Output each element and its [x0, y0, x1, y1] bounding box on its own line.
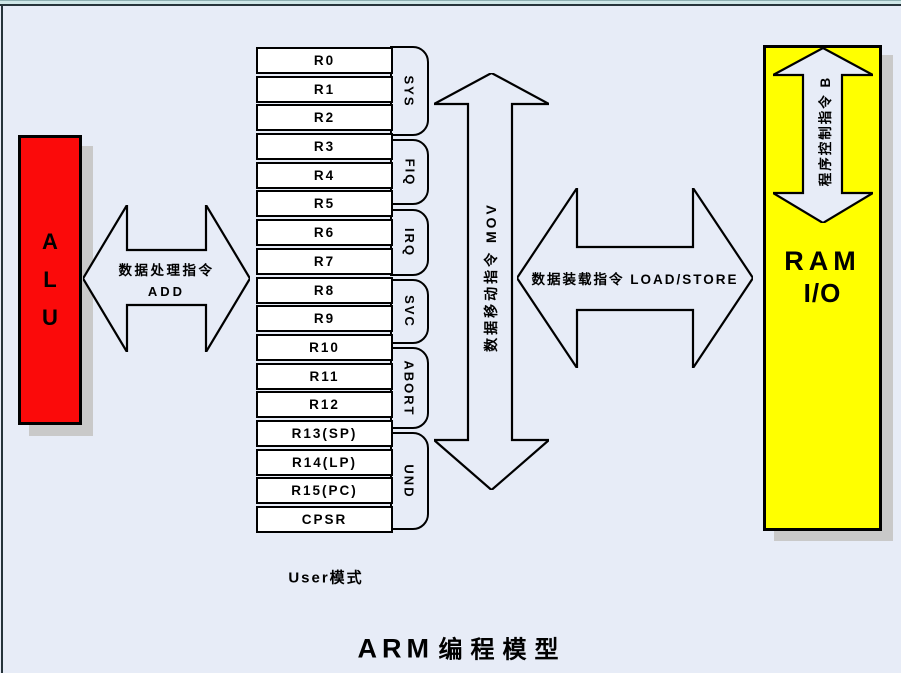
- register-row: R8: [256, 276, 393, 304]
- data-processing-arrow-label: 数据处理指令 ADD: [83, 205, 250, 352]
- mode-tab-label: FIQ: [401, 158, 417, 186]
- ram-label: RAM I/O: [763, 245, 882, 309]
- program-control-arrow-label: 程序控制指令 B: [818, 75, 833, 187]
- ram-label-line2: I/O: [803, 278, 842, 308]
- user-mode-caption: User模式: [288, 569, 364, 587]
- register-row: R5: [256, 190, 393, 218]
- mode-tab-abort: ABORT: [390, 347, 429, 429]
- register-row: R4: [256, 161, 393, 189]
- data-processing-arrow: [83, 205, 250, 352]
- register-row: R13(SP): [256, 419, 393, 447]
- register-row: CPSR: [256, 506, 393, 533]
- window-top-strip: [0, 0, 901, 5]
- alu-label-letter: L: [43, 267, 57, 292]
- register-row: R7: [256, 247, 393, 275]
- alu-label-letter: U: [42, 305, 58, 330]
- mode-tab-svc: SVC: [390, 279, 429, 344]
- alu-box: A L U: [18, 135, 82, 425]
- data-move-arrow-label: 数据移动指令 MOV: [483, 202, 499, 352]
- register-row: R12: [256, 391, 393, 419]
- program-control-arrow: [773, 48, 873, 223]
- diagram-title: ARM 编程模型: [358, 630, 567, 665]
- register-row: R10: [256, 333, 393, 361]
- register-row: R9: [256, 305, 393, 333]
- frame-border-top: [0, 4, 901, 6]
- alu-label-letter: A: [42, 229, 58, 254]
- data-processing-text: 数据处理指令: [118, 262, 215, 278]
- mode-tab-fiq: FIQ: [390, 139, 429, 205]
- data-load-arrow: [517, 188, 753, 368]
- mode-tab-label: SYS: [401, 74, 417, 108]
- data-move-arrow: [434, 73, 549, 490]
- mode-tab-sys: SYS: [390, 46, 429, 136]
- data-load-arrow-label: 数据装载指令 LOAD/STORE: [531, 272, 739, 287]
- register-row: R1: [256, 75, 393, 103]
- mode-tab-label: IRQ: [402, 227, 417, 258]
- register-row: R14(LP): [256, 448, 393, 476]
- title-cjk: 编程模型: [438, 636, 567, 664]
- mode-tab-und: UND: [390, 432, 429, 530]
- data-processing-mnemonic: ADD: [147, 283, 186, 299]
- ram-label-line1: RAM: [784, 246, 861, 276]
- register-row: R0: [256, 47, 393, 74]
- register-row: R2: [256, 104, 393, 132]
- mode-tab-irq: IRQ: [390, 209, 429, 276]
- mode-tabs: SYS FIQ IRQ SVC ABORT UND: [390, 0, 429, 673]
- mode-tab-label: ABORT: [402, 359, 417, 417]
- title-latin: ARM: [357, 633, 435, 664]
- register-row: R3: [256, 133, 393, 161]
- mode-tab-label: SVC: [401, 295, 417, 328]
- ram-box: [763, 45, 882, 531]
- register-row: R11: [256, 362, 393, 390]
- mode-tab-label: UND: [401, 463, 417, 499]
- frame-border-left: [1, 4, 3, 673]
- register-row: R15(PC): [256, 477, 393, 505]
- register-row: R6: [256, 219, 393, 247]
